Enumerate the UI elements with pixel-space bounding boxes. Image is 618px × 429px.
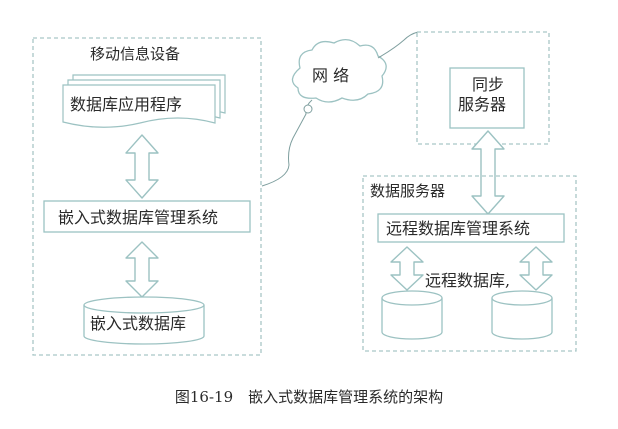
- app-documents-stack: [62, 74, 226, 128]
- remote-db-cylinder-left: [381, 290, 443, 340]
- app-label: 数据库应用程序: [70, 95, 182, 114]
- network-link-to-sync: [377, 31, 419, 59]
- network-label: 网 络: [312, 66, 349, 85]
- remote-db-label: 远程数据库,: [425, 271, 510, 290]
- app-document-front: [62, 84, 216, 128]
- network-cloud: [291, 39, 387, 103]
- embedded-db-body: [83, 305, 205, 345]
- arrow-app-dbms: [125, 134, 159, 199]
- network-connector: [303, 104, 313, 114]
- embedded-db-label: 嵌入式数据库: [90, 314, 186, 333]
- embedded-dbms-label: 嵌入式数据库管理系统: [58, 208, 218, 227]
- arrow-dbms-db: [125, 241, 159, 298]
- remote-db-right-body: [491, 298, 553, 340]
- embedded-db-top: [83, 296, 205, 314]
- mobile-device-container: [32, 37, 262, 356]
- arrow-remote-db-left: [390, 246, 424, 291]
- sync-server-label-line2: 服务器: [458, 95, 506, 114]
- remote-dbms-label: 远程数据库管理系统: [386, 219, 530, 238]
- embedded-db-cylinder: [83, 296, 205, 345]
- data-server-container: [362, 175, 577, 352]
- arrow-remote-db-right: [519, 246, 553, 291]
- remote-db-right-top: [491, 290, 553, 306]
- remote-db-cylinder-right: [491, 290, 553, 340]
- remote-db-left-body: [381, 298, 443, 340]
- figure-caption: 图16-19 嵌入式数据库管理系统的架构: [175, 388, 443, 406]
- arrow-sync-remote: [471, 130, 505, 215]
- sync-server-label-line1: 同步: [472, 75, 504, 94]
- embedded-dbms-box: [43, 200, 251, 233]
- remote-dbms-box: [377, 213, 565, 243]
- mobile-device-title: 移动信息设备: [90, 45, 180, 63]
- data-server-title: 数据服务器: [370, 182, 445, 200]
- network-link-to-device: [261, 99, 313, 187]
- remote-db-left-top: [381, 290, 443, 306]
- sync-server-box: [449, 67, 525, 129]
